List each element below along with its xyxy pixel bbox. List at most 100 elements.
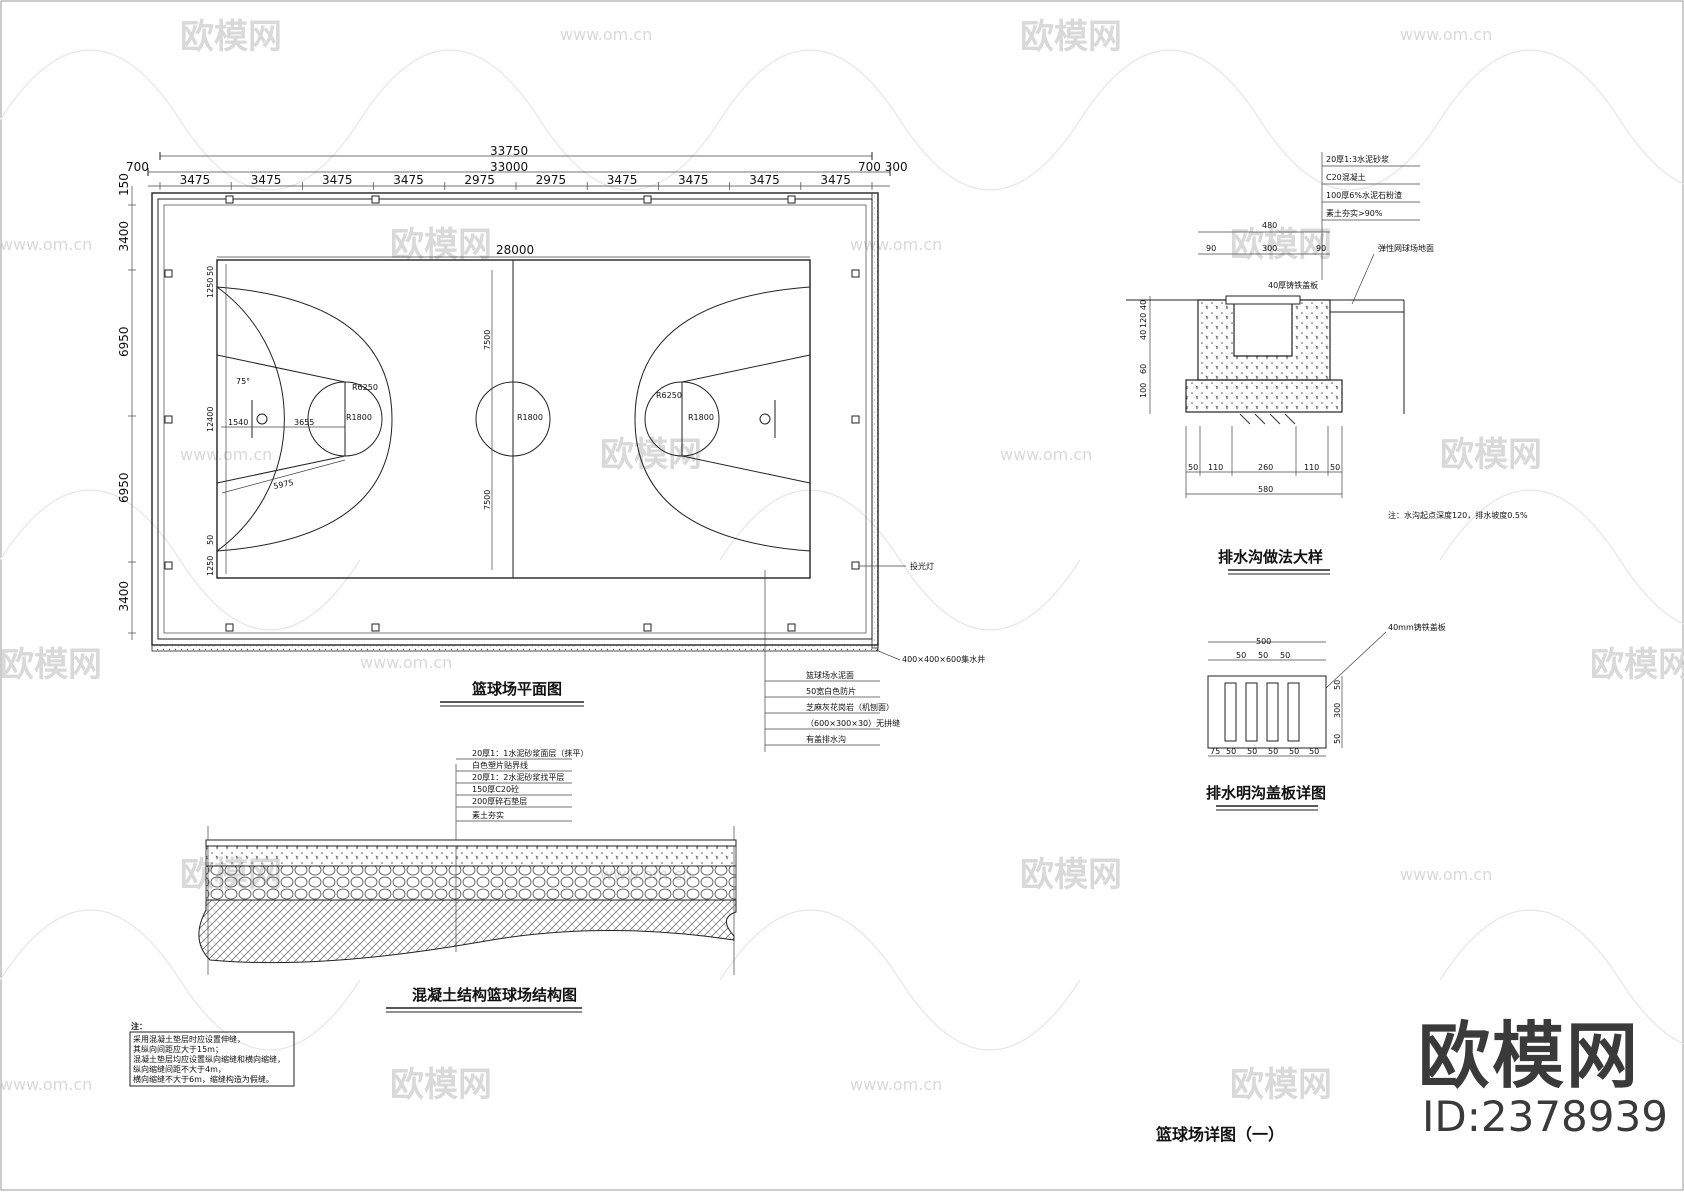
- note-line: 横向缩缝不大于6m，缩缝构造为假缝。: [133, 1074, 274, 1084]
- r-ft-right: R1800: [688, 413, 714, 422]
- watermark-url: www.om.cn: [1000, 445, 1092, 464]
- r-ft-left: R1800: [346, 413, 372, 422]
- dim-top-segment: 2975: [464, 173, 495, 187]
- dim-total: 33750: [490, 144, 528, 158]
- watermark-logo: 欧模网: [180, 17, 282, 57]
- cover-bottom-dim: 50: [1268, 747, 1278, 756]
- brand-id: ID:2378939: [1422, 1092, 1668, 1141]
- drain-note: 注：水沟起点深度120，排水坡度0.5%: [1388, 510, 1528, 520]
- drain-label-ground: 弹性网球场地面: [1378, 243, 1434, 253]
- dim-c: 1250: [206, 556, 215, 576]
- site-outer-boundary: [151, 192, 879, 646]
- drain-base: [1185, 379, 1343, 413]
- cover-bottom-dim: 50: [1309, 747, 1319, 756]
- left-free-throw-circle: [307, 381, 383, 457]
- brand-name: 欧模网: [1418, 1014, 1641, 1098]
- r6250-left: R6250: [352, 383, 378, 392]
- dim-left-segment: 3400: [117, 221, 131, 252]
- drain-side-dim: 100: [1139, 383, 1148, 398]
- section-layer-label: 200厚碎石垫层: [472, 796, 527, 806]
- dim-left-top: 150: [117, 173, 131, 196]
- dim-inner: 33000: [490, 160, 528, 174]
- r-center: R1800: [517, 413, 543, 422]
- watermark-logo: 欧模网: [1020, 855, 1122, 895]
- section-gravel: [205, 865, 737, 901]
- dim-left-offset: 700: [126, 160, 149, 174]
- legend-item: 有盖排水沟: [806, 734, 846, 744]
- dim-top-segment: 3475: [322, 173, 353, 187]
- cover-title: 排水明沟盖板详图: [1206, 784, 1326, 802]
- dim-right-offset: 700 300: [858, 160, 908, 174]
- dim-ticks: [147, 152, 891, 176]
- drain-title: 排水沟做法大样: [1218, 548, 1323, 566]
- cover-top-dim: 50: [1258, 651, 1268, 660]
- section-layer-label: 20厚1：2水泥砂浆找平层: [472, 772, 564, 782]
- watermark-url: www.om.cn: [0, 235, 92, 254]
- cover-top-dim: 50: [1280, 651, 1290, 660]
- right-key: [681, 354, 811, 484]
- dim-left-segment: 6950: [117, 326, 131, 357]
- plan-material-legend: 篮球场水泥面50宽白色防片芝麻灰花岗岩（机刨面）（600×300×30）无拼缝有…: [765, 670, 900, 746]
- inner-paving-border: [163, 204, 867, 634]
- note-line: 采用混凝土垫层时应设置伸缝，: [133, 1034, 245, 1044]
- section-layer-label: 素土夯实: [472, 810, 504, 820]
- cover-top-dim: 50: [1236, 651, 1246, 660]
- drain-top-b: 300: [1262, 244, 1277, 253]
- notes-heading: 注：: [131, 1021, 147, 1031]
- watermark-logo: 欧模网: [1590, 645, 1684, 685]
- r6250-right: R6250: [656, 391, 682, 400]
- drain-bottom-dim: 110: [1304, 463, 1319, 472]
- callout-light: 投光灯: [910, 561, 934, 571]
- legend-item: 芝麻灰花岗岩（机刨面）: [806, 702, 894, 712]
- drain-bottom-total: 580: [1258, 485, 1273, 494]
- dim-left-segment: 3400: [117, 581, 131, 612]
- dim-e: 12400: [206, 407, 215, 432]
- drain-channel-body: [1197, 299, 1331, 381]
- watermark-url: www.om.cn: [0, 1075, 92, 1094]
- drain-soil-hatch: [1239, 413, 1296, 425]
- note-line: 混凝土垫层均应设置纵向缩缝和横向缩缝，: [133, 1054, 285, 1064]
- notes-box: [129, 1031, 295, 1087]
- left-three-point-arc: [216, 286, 285, 552]
- dim-b: 1250: [206, 278, 215, 298]
- drain-bottom-dim: 110: [1208, 463, 1223, 472]
- section-layer-label: 20厚1：1水泥砂浆面层（抹平）: [472, 748, 588, 758]
- dim-d: 50: [206, 535, 215, 545]
- watermark-logo: 欧模网: [390, 225, 492, 265]
- cover-plate-outline: [1207, 675, 1327, 749]
- court-length: 28000: [496, 243, 534, 257]
- cover-side-dim: 50: [1333, 680, 1342, 690]
- drain-side-dim: 40: [1139, 300, 1148, 310]
- dim-top-segment: 2975: [536, 173, 567, 187]
- court-section: 20厚1：1水泥砂浆面层（抹平）白色塑片贴界线20厚1：2水泥砂浆找平层150厚…: [198, 748, 737, 1013]
- watermark-url: www.om.cn: [1400, 25, 1492, 44]
- court-lines: [216, 256, 811, 579]
- watermark-arcs: [0, 49, 1684, 1051]
- legend-item: 50宽白色防片: [806, 686, 856, 696]
- dim-top-segment: 3475: [393, 173, 424, 187]
- dim-top-segment: 3475: [678, 173, 709, 187]
- dim-top-segment: 3475: [749, 173, 780, 187]
- cover-label: 40mm铸铁盖板: [1388, 622, 1446, 632]
- watermark-logo: 欧模网: [1440, 435, 1542, 475]
- section-surface: [205, 839, 737, 847]
- watermark-logo: 欧模网: [390, 1065, 492, 1105]
- section-concrete: [205, 845, 737, 867]
- dim-g: 7500: [483, 490, 492, 510]
- drain-bottom-dim: 50: [1330, 463, 1340, 472]
- cover-side-dim: 50: [1333, 734, 1342, 744]
- dim-a: 50: [206, 266, 215, 276]
- light-posts: [164, 195, 860, 632]
- d1540: 1540: [228, 418, 248, 427]
- drain-layer-label: 20厚1:3水泥砂浆: [1326, 154, 1389, 164]
- dim-top-segment: 3475: [180, 173, 211, 187]
